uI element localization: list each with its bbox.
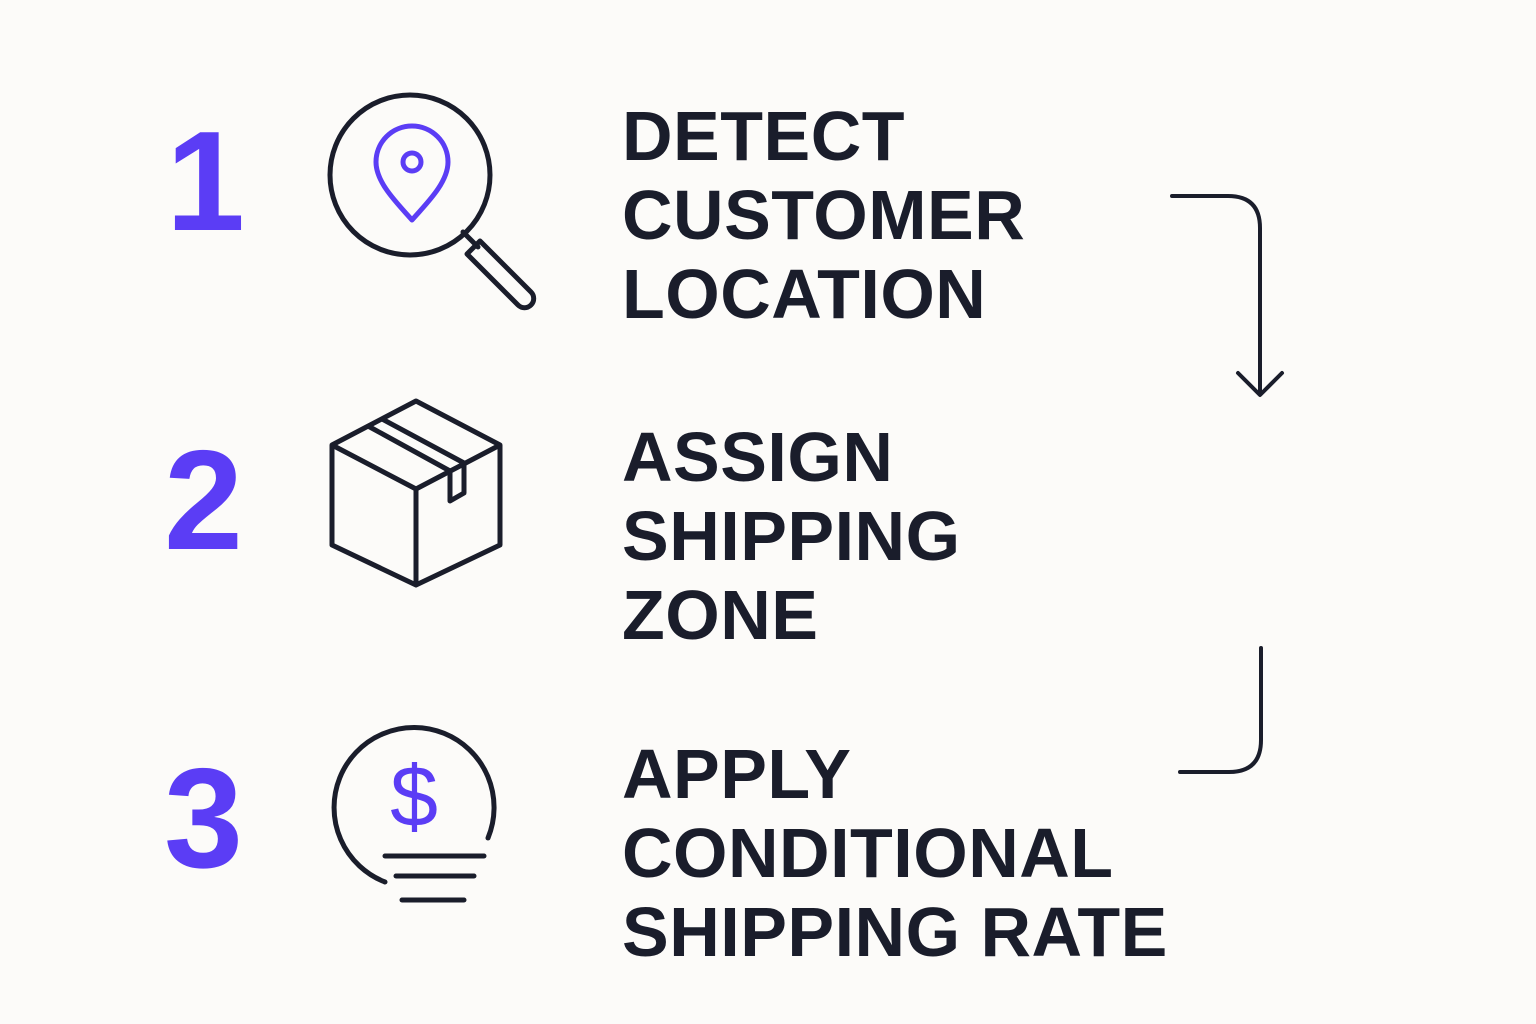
step-2-number: 2 — [164, 421, 243, 580]
arrow-head-icon — [1236, 371, 1284, 397]
step-3-line-1: APPLY — [622, 735, 852, 813]
step-2-line-1: ASSIGN — [622, 418, 894, 496]
coin-outline — [331, 724, 497, 885]
location-pin-dot — [400, 150, 424, 174]
location-pin-icon — [373, 123, 451, 223]
step-1-line-1: DETECT — [622, 97, 905, 175]
step-3-line-2: CONDITIONAL — [622, 814, 1114, 892]
step-1-line-3: LOCATION — [622, 255, 987, 333]
connector-return — [1178, 646, 1263, 774]
magnifier-location-pin-icon — [327, 92, 537, 311]
step-2-label: ASSIGN SHIPPING ZONE — [622, 418, 1182, 655]
magnifier-lens — [327, 92, 493, 258]
step-2-line-2: SHIPPING — [622, 497, 961, 575]
package-box-icon — [329, 398, 503, 588]
dollar-sign-icon: $ — [390, 749, 438, 845]
step-3-number: 3 — [164, 739, 243, 898]
magnifier-handle — [464, 238, 537, 311]
step-1-label: DETECT CUSTOMER LOCATION — [622, 97, 1182, 334]
dollar-coin-icon: $ — [331, 724, 497, 903]
step-2-line-3: ZONE — [622, 576, 819, 654]
step-3-line-3: SHIPPING RATE — [622, 893, 1168, 971]
step-3-label: APPLY CONDITIONAL SHIPPING RATE — [622, 735, 1182, 972]
step-1-number: 1 — [166, 102, 245, 261]
step-1-line-2: CUSTOMER — [622, 176, 1026, 254]
box-tape — [366, 416, 467, 504]
connector-arrow-down — [1170, 194, 1284, 397]
